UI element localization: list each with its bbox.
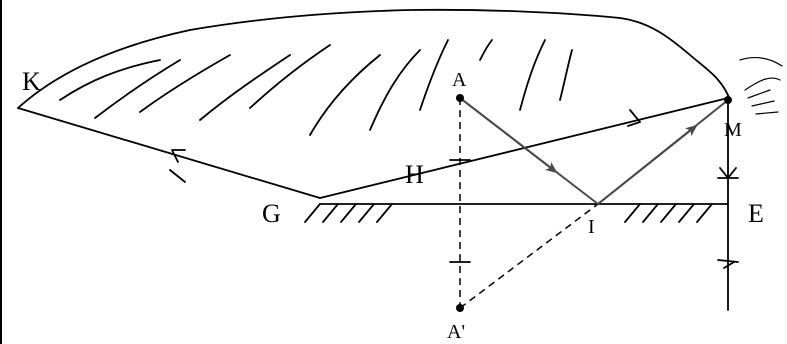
- label-A-prime: A': [447, 321, 465, 343]
- tick-K-G: [169, 169, 186, 183]
- ray-A-I-arrow: [459, 97, 558, 174]
- label-E: E: [748, 199, 764, 228]
- point-A-prime: [456, 304, 464, 312]
- label-G: G: [262, 199, 281, 228]
- hill-hatching: [59, 39, 573, 136]
- label-K: K: [22, 67, 41, 96]
- arrow-K-G: [171, 149, 186, 163]
- hill-outline: [17, 8, 731, 109]
- eye-icon: [739, 56, 783, 115]
- label-A: A: [452, 69, 467, 91]
- label-H: H: [405, 160, 424, 189]
- tick-vertical-1: [717, 167, 739, 179]
- ray-K-G: [17, 107, 321, 199]
- mirror-hatching: [304, 203, 713, 223]
- point-A: [456, 94, 464, 102]
- arrow-G-M: [627, 109, 641, 127]
- tick-vertical-2: [717, 259, 739, 269]
- label-I: I: [588, 216, 595, 238]
- label-M: M: [724, 119, 742, 141]
- ray-I-M-arrow: [597, 124, 698, 205]
- point-M: [724, 96, 732, 104]
- dashed-Aprime-I: [459, 203, 599, 309]
